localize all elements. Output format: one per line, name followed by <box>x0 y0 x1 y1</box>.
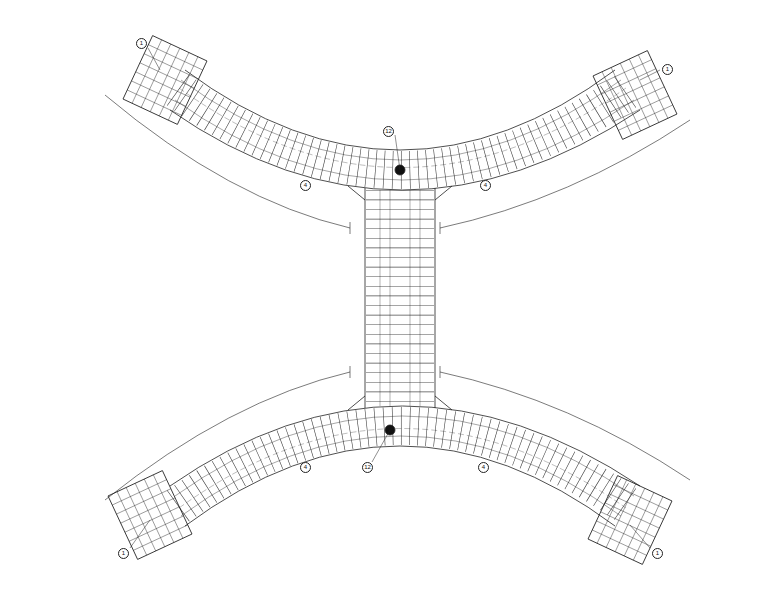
callout-number: 1 <box>652 548 663 559</box>
callout-number: 12 <box>362 462 373 473</box>
callout-number: 12 <box>383 126 394 137</box>
callout-number: 4 <box>300 180 311 191</box>
callout-number: 4 <box>300 462 311 473</box>
callout-number: 4 <box>478 462 489 473</box>
callout-number: 1 <box>136 38 147 49</box>
callout-number: 4 <box>480 180 491 191</box>
callout-number: 1 <box>118 548 129 559</box>
callout-number: 1 <box>662 64 673 75</box>
